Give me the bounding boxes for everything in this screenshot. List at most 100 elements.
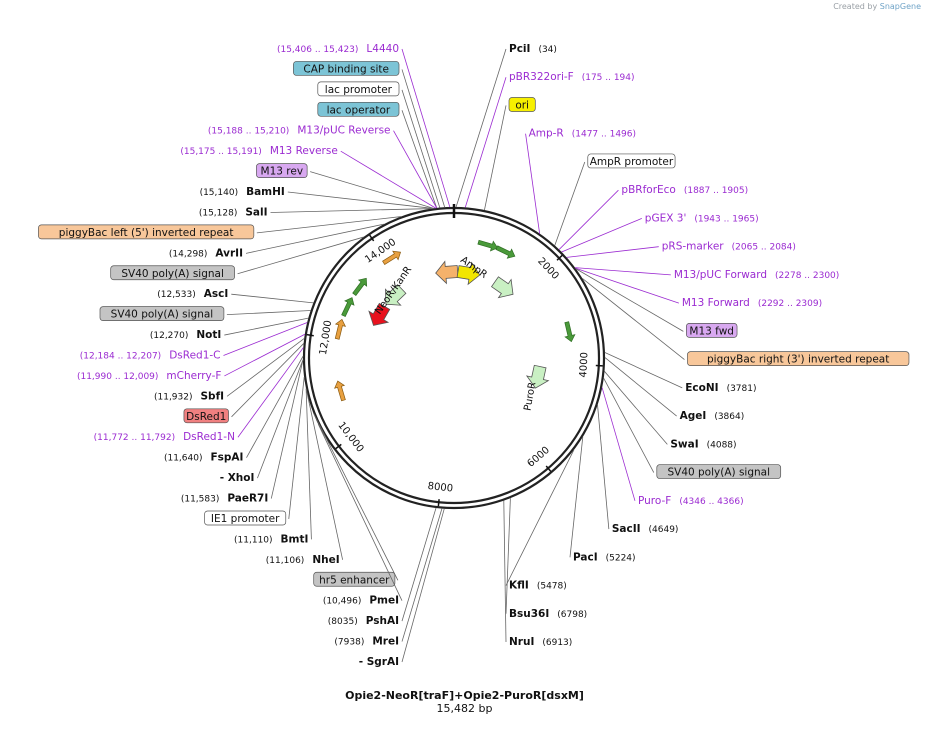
credit-brand: SnapGene — [879, 2, 921, 11]
feature-label: hr5 enhancer — [312, 412, 399, 587]
inner-label: NeoR/KanR — [373, 265, 414, 317]
segment-arrow — [495, 245, 516, 259]
feature-label: SV40 poly(A) signal — [99, 306, 311, 321]
svg-text:M13 fwd: M13 fwd — [689, 325, 734, 337]
svg-text:(15,128)SalI: (15,128)SalI — [199, 206, 268, 218]
feature-label: (11,932)SbfI — [154, 338, 305, 402]
feature-label: (15,128)SalI — [199, 206, 433, 218]
feature-label: M13 Forward(2292 .. 2309) — [575, 267, 822, 309]
feature-label: (15,175 .. 15,191)M13 Reverse — [180, 145, 436, 209]
feature-label: ori — [484, 97, 536, 211]
segment-arrow — [352, 277, 368, 296]
tick-label: 12,000 — [318, 320, 334, 356]
svg-text:(15,406 .. 15,423)L4440: (15,406 .. 15,423)L4440 — [277, 43, 399, 55]
feature-label: SacII(4649) — [597, 404, 678, 535]
amp-arrow — [490, 276, 514, 299]
feature-label: M13 rev — [256, 163, 434, 209]
feature-label: SV40 poly(A) signal — [603, 377, 782, 479]
svg-text:(15,175 .. 15,191)M13 Reverse: (15,175 .. 15,191)M13 Reverse — [180, 145, 337, 157]
svg-text:(11,990 .. 12,009)mCherry-F: (11,990 .. 12,009)mCherry-F — [77, 370, 221, 382]
svg-text:(10,496)PmeI: (10,496)PmeI — [323, 595, 399, 607]
feature-label: (15,140)BamHI — [200, 186, 434, 209]
svg-text:piggyBac left (5') inverted re: piggyBac left (5') inverted repeat — [59, 227, 234, 239]
credit-prefix: Created by — [833, 2, 878, 11]
svg-text:(7938)MreI: (7938)MreI — [334, 636, 399, 648]
feature-label: (15,188 .. 15,210)M13/pUC Reverse — [208, 125, 438, 209]
svg-text:SV40 poly(A) signal: SV40 poly(A) signal — [667, 467, 770, 479]
feature-label: pRS-marker(2065 .. 2084) — [566, 241, 796, 258]
tick-mark — [556, 254, 563, 261]
svg-text:pBR322ori-F(175 .. 194): pBR322ori-F(175 .. 194) — [509, 71, 635, 83]
tick-mark — [369, 234, 375, 242]
feature-label: M13/pUC Forward(2278 .. 2300) — [574, 267, 839, 281]
feature-label: (12,184 .. 12,207)DsRed1-C — [80, 322, 308, 362]
backbone-inner — [307, 211, 601, 505]
svg-text:hr5 enhancer: hr5 enhancer — [319, 574, 390, 586]
feature-label: (11,990 .. 12,009)mCherry-F — [77, 333, 306, 382]
feature-label: pGEX 3'(1943 .. 1965) — [561, 212, 759, 253]
svg-text:(11,583)PaeR7I: (11,583)PaeR7I — [181, 493, 268, 505]
svg-text:SwaI(4088): SwaI(4088) — [670, 438, 736, 450]
svg-text:M13 rev: M13 rev — [261, 166, 304, 178]
feature-label: piggyBac left (5') inverted repeat — [38, 216, 402, 240]
feature-label: PciI(34) — [455, 43, 557, 208]
segment-arrow — [341, 297, 355, 318]
feature-label: - XhoI — [220, 359, 304, 484]
svg-text:lac operator: lac operator — [327, 104, 391, 116]
svg-text:NruI(6913): NruI(6913) — [509, 636, 572, 648]
puro-arrow — [525, 364, 550, 389]
svg-text:AgeI(3864): AgeI(3864) — [680, 410, 745, 422]
tick-mark — [306, 333, 314, 337]
svg-text:M13 Forward(2292 .. 2309): M13 Forward(2292 .. 2309) — [682, 297, 822, 309]
segment-arrow — [477, 239, 499, 252]
segment-arrow — [382, 250, 402, 266]
svg-text:IE1 promoter: IE1 promoter — [211, 513, 280, 525]
tick-label: 8000 — [427, 481, 453, 495]
feature-label: (7938)MreI — [334, 508, 443, 648]
feature-label: - SgrAI — [359, 508, 445, 668]
svg-text:(11,110)BmtI: (11,110)BmtI — [234, 533, 308, 545]
svg-text:pBRforEco(1887 .. 1905): pBRforEco(1887 .. 1905) — [621, 184, 748, 196]
svg-text:(12,533)AscI: (12,533)AscI — [157, 288, 228, 300]
svg-text:(11,772 .. 11,792)DsRed1-N: (11,772 .. 11,792)DsRed1-N — [94, 431, 235, 443]
tick-mark — [545, 465, 552, 472]
feature-label: M13 fwd — [575, 268, 738, 338]
tick-label: 4000 — [578, 352, 590, 378]
feature-label: AmpR promoter — [554, 153, 676, 246]
feature-label: pBR322ori-F(175 .. 194) — [464, 71, 635, 208]
feature-label: pBRforEco(1887 .. 1905) — [558, 184, 748, 250]
segment-arrow — [334, 380, 346, 402]
feature-label: (14,298)AvrII — [169, 223, 385, 259]
svg-text:EcoNI(3781): EcoNI(3781) — [685, 382, 756, 394]
neor-arrow — [385, 284, 407, 306]
tick-mark — [437, 499, 440, 507]
svg-text:(12,184 .. 12,207)DsRed1-C: (12,184 .. 12,207)DsRed1-C — [80, 350, 221, 362]
feature-label: (11,583)PaeR7I — [181, 359, 304, 505]
feature-label: PacI(5224) — [569, 436, 636, 563]
svg-text:(12,270)NotI: (12,270)NotI — [150, 329, 221, 341]
feature-label: AgeI(3864) — [604, 357, 745, 422]
ori-arrow — [456, 261, 481, 286]
svg-text:(14,298)AvrII: (14,298)AvrII — [169, 247, 243, 259]
segment-arrow — [334, 318, 347, 340]
feature-label: piggyBac right (3') inverted repeat — [581, 277, 910, 366]
feature-label: lac promoter — [317, 81, 441, 208]
svg-text:(11,640)FspAI: (11,640)FspAI — [164, 452, 244, 464]
svg-text:lac promoter: lac promoter — [325, 84, 393, 96]
feature-label: KflI(5478) — [505, 449, 575, 592]
svg-text:(15,188 .. 15,210)M13/pUC Reve: (15,188 .. 15,210)M13/pUC Reverse — [208, 125, 391, 137]
plasmid-name: Opie2-NeoR[traF]+Opie2-PuroR[dsxM] — [345, 689, 584, 702]
svg-text:DsRed1: DsRed1 — [186, 411, 226, 423]
svg-text:M13/pUC Forward(2278 .. 2300): M13/pUC Forward(2278 .. 2300) — [674, 269, 839, 281]
feature-label: (8035)PshAI — [328, 507, 437, 627]
segment-arrow — [564, 321, 576, 343]
svg-text:piggyBac right (3') inverted r: piggyBac right (3') inverted repeat — [707, 354, 889, 366]
feature-label: (11,640)FspAI — [164, 356, 304, 464]
inner-label: PuroR — [523, 381, 539, 412]
feature-label: (11,110)BmtI — [234, 388, 312, 545]
backbone-outer — [302, 206, 606, 510]
tick-label: 6000 — [525, 445, 552, 470]
svg-text:(11,932)SbfI: (11,932)SbfI — [154, 390, 224, 402]
svg-text:KflI(5478): KflI(5478) — [509, 580, 567, 592]
